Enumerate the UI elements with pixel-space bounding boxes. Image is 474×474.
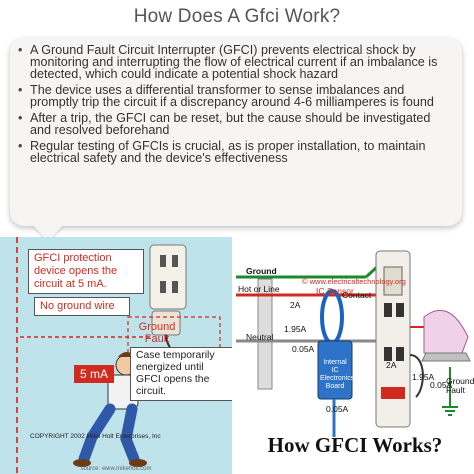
source-text: source: www.mikeholt.com: [80, 466, 152, 472]
iron-icon: [421, 309, 471, 362]
sensor-label: IC Sensor: [316, 286, 354, 296]
circuit-drawing: [236, 250, 471, 437]
wall-wire-line: [16, 237, 18, 474]
callout-protection: GFCI protection device opens the circuit…: [28, 249, 144, 294]
current-badge: 5 mA: [74, 365, 115, 383]
site-url: © www.electricaltechnology.org: [302, 277, 406, 286]
right-0-05a-label: 0.05A: [430, 380, 453, 390]
bullet-list: A Ground Fault Circuit Interrupter (GFCI…: [10, 38, 462, 165]
right-2a-label: 2A: [386, 360, 397, 370]
current-1-95a-label: 1.95A: [284, 324, 307, 334]
bullet-item: The device uses a differential transform…: [18, 84, 450, 109]
callout-no-ground: No ground wire: [34, 297, 130, 316]
ground-label: Ground: [246, 266, 277, 276]
page-title: How Does A Gfci Work?: [133, 6, 341, 27]
callout-case-energized: Case temporarily energized until GFCI op…: [130, 347, 232, 401]
ic-board-label: Internal IC Electronics Board: [320, 359, 355, 390]
bullet-item: Regular testing of GFCIs is crucial, as …: [18, 140, 450, 165]
gfci-illustration-left: GFCI protection device opens the circuit…: [0, 237, 232, 474]
current-2a-label: 2A: [290, 300, 301, 310]
hot-line-label: Hot or Line: [238, 284, 280, 294]
outlet-icon: [149, 244, 187, 310]
gfci-diagram-right: Ground Hot or Line Neutral © www.electri…: [236, 237, 474, 474]
contact-label: Contact: [342, 290, 372, 300]
bullet-item: After a trip, the GFCI can be reset, but…: [18, 112, 450, 137]
current-0-05a-label: 0.05A: [292, 344, 315, 354]
bullet-item: A Ground Fault Circuit Interrupter (GFCI…: [18, 44, 450, 81]
neutral-label: Neutral: [246, 332, 274, 342]
right-1-95a-label: 1.95A: [412, 372, 435, 382]
copyright-text: COPYRIGHT 2002 Mike Holt Enterprises, In…: [30, 433, 161, 440]
diagram-caption: How GFCI Works?: [267, 433, 443, 457]
summary-card: A Ground Fault Circuit Interrupter (GFCI…: [10, 38, 462, 226]
ground-fault-label-right: Ground Fault: [446, 376, 474, 395]
ground-fault-label: Ground Fault: [138, 321, 176, 345]
board-current-label: 0.05A: [326, 404, 349, 414]
